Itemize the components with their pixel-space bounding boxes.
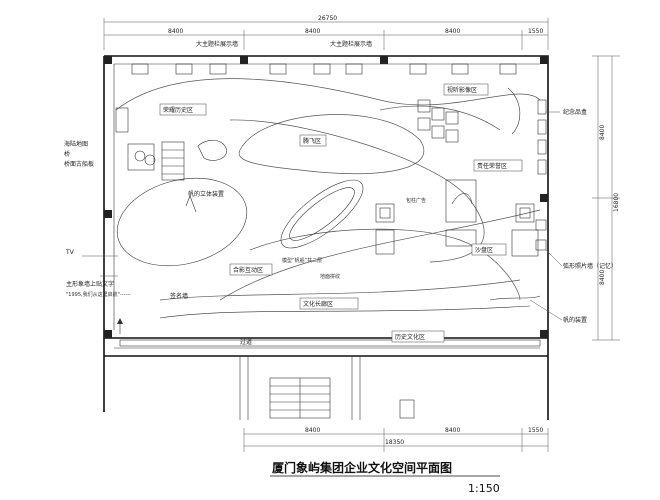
- label-wall-quote: "1995,我们从这里启航"------: [66, 291, 131, 298]
- drawing-scale: 1:150: [468, 482, 500, 495]
- label-av-zone: 视听影像区: [447, 86, 477, 94]
- dim-top-seg4: 1550: [528, 28, 543, 35]
- dim-bottom-total: 18350: [385, 439, 404, 446]
- label-sea-map: 海陆地图: [64, 140, 88, 148]
- drawing-title: 厦门象屿集团企业文化空间平面图: [272, 460, 452, 475]
- top-dimension-lines: [103, 18, 549, 50]
- label-corridor: 过道: [240, 338, 252, 346]
- leader-lines: [82, 111, 563, 321]
- culture-corridor-curve: [159, 305, 531, 319]
- label-ship-board: 桥面古船板: [64, 160, 94, 168]
- label-signing-area: 签名墙: [170, 292, 188, 300]
- dim-top-seg2: 8400: [305, 28, 320, 35]
- label-sand-table: 沙盘区: [475, 246, 493, 254]
- sail-device-shape: [489, 295, 541, 301]
- entrance-arrow: [117, 318, 123, 334]
- label-top-wall-1: 大主题栏展示墙: [196, 40, 238, 48]
- right-dimension-lines: [592, 55, 620, 341]
- label-pillar-ad: 包柱广告: [406, 197, 426, 204]
- av-zone-seats: [417, 87, 521, 143]
- label-sail-device: 帆的装置: [563, 316, 587, 324]
- corridor-walls: [103, 338, 549, 420]
- label-arc-photo-wall: 弧形照片墙（记忆）: [563, 262, 617, 270]
- left-zone-fixtures: [115, 107, 227, 181]
- dim-right-total: 16800: [613, 193, 620, 212]
- top-display-wall-panels: [131, 63, 517, 75]
- label-souvenir: 纪念品盒: [563, 108, 587, 116]
- label-floor-pattern: 地面拼纹: [320, 273, 340, 280]
- bottom-dimension-lines: [243, 428, 549, 452]
- sail-device-mark: [185, 195, 197, 213]
- label-mission-honor: 责任荣誉区: [477, 162, 507, 170]
- dim-bottom-seg3: 1550: [528, 427, 543, 434]
- label-glory-history: 荣耀历史区: [163, 106, 193, 114]
- dim-bottom-seg2: 8400: [445, 427, 460, 434]
- label-photo-interact: 合影互动区: [233, 266, 263, 274]
- dim-top-seg1: 8400: [168, 28, 183, 35]
- label-sail-device-3d: 帆的立体装置: [188, 190, 224, 198]
- dim-bottom-seg1: 8400: [305, 427, 320, 434]
- label-top-wall-2: 大主题栏展示墙: [330, 40, 372, 48]
- label-tv: TV: [65, 249, 75, 256]
- pillar-fixtures: [375, 179, 539, 257]
- right-display-cases: [535, 99, 547, 251]
- label-culture-corridor: 文化长廊区: [303, 300, 333, 308]
- label-history-culture: 历史文化区: [395, 333, 425, 341]
- sail-platform-ellipse: [116, 177, 248, 267]
- dim-top-total: 26750: [318, 15, 337, 22]
- label-tengfei: 腾飞区: [303, 137, 321, 145]
- dim-right-seg2: 8400: [599, 270, 606, 285]
- label-wall-text: 主形象墙上贴文字: [66, 280, 114, 288]
- dim-top-seg3: 8400: [445, 28, 460, 35]
- sailboat-model-shape: [280, 179, 364, 249]
- label-bridge: 桥: [64, 150, 70, 158]
- dim-right-seg1: 8400: [599, 125, 606, 140]
- label-sailboat-model: 模型“帆船”共二层: [282, 257, 322, 264]
